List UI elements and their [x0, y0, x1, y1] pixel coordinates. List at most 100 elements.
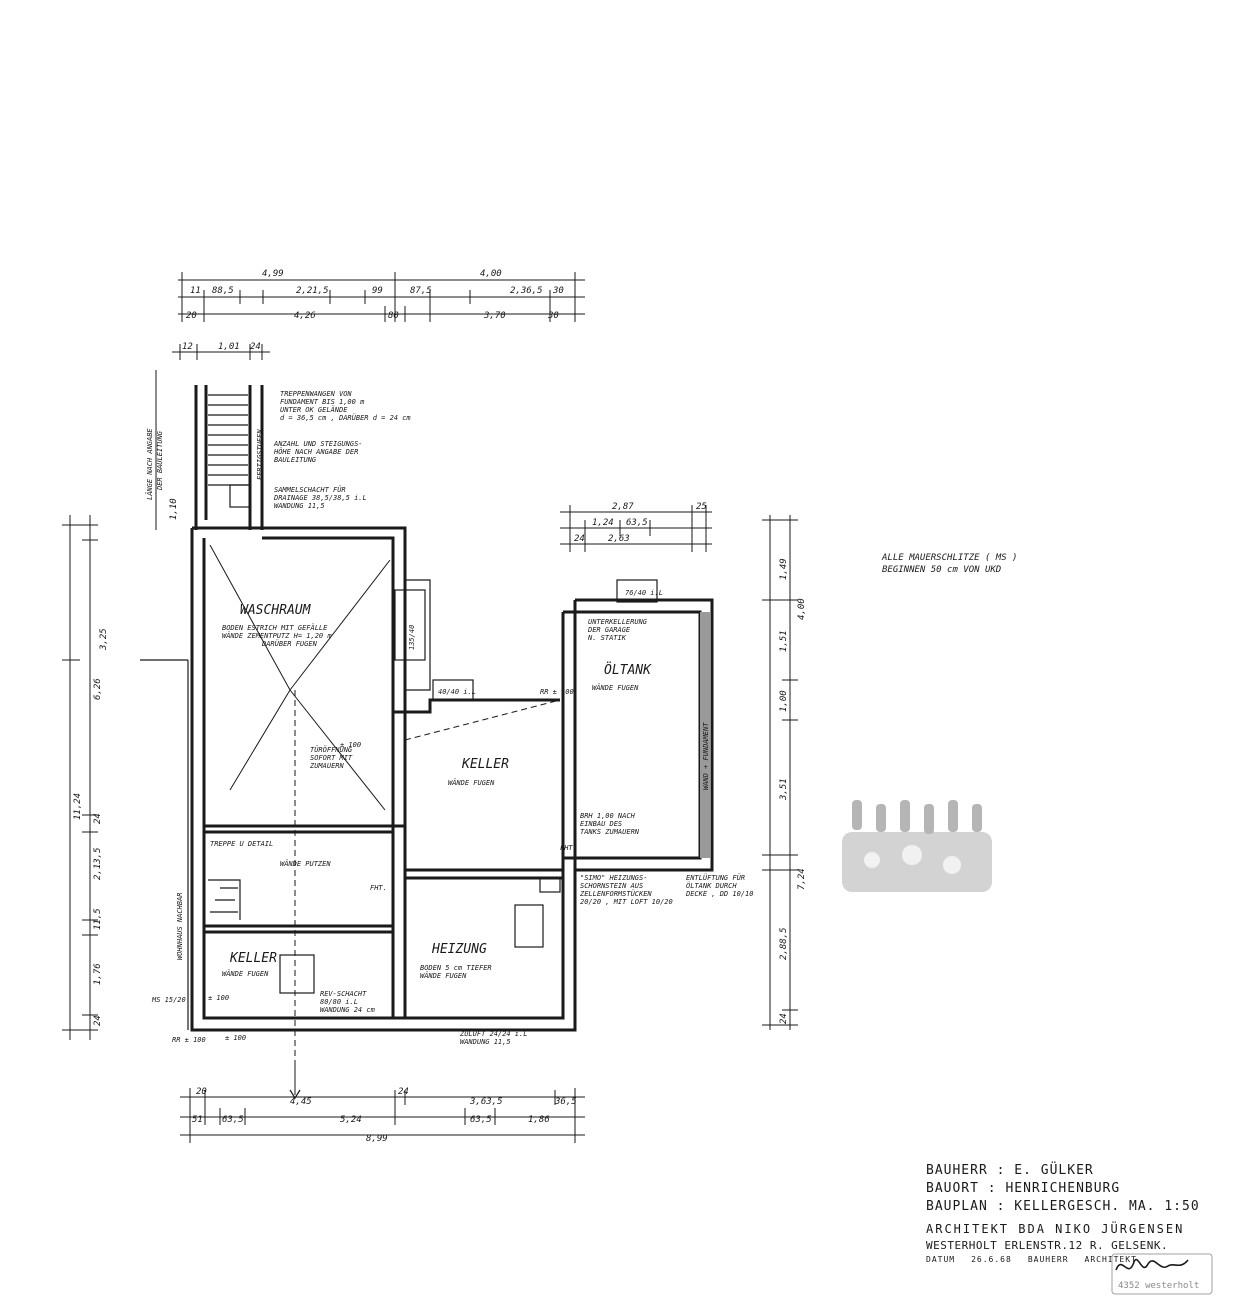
- ann-sammel-2: DRAINAGE 38,5/38,5 i.L: [273, 494, 367, 502]
- room-notes: BODEN ESTRICH MIT GEFÄLLE WÄNDE ZEMENTPU…: [210, 623, 639, 980]
- dim-rv-b: 4,00: [797, 598, 807, 620]
- note-oeltank: WÄNDE FUGEN: [592, 683, 639, 692]
- note-waschraum-2: WÄNDE ZEMENTPUTZ H= 1,20 m: [222, 631, 332, 640]
- ann-zuluft-2: WANDUNG 11,5: [460, 1038, 511, 1046]
- title-bauplan-row: BAUPLAN : KELLERGESCH. MA. 1:50: [926, 1198, 1226, 1216]
- ann-treppe-1: TREPPENWANGEN VON: [280, 390, 352, 398]
- room-keller-mid: KELLER: [461, 757, 509, 772]
- ann-schornstein-1: "SIMO" HEIZUNGS-: [580, 874, 647, 882]
- dim-bot-a: 20: [196, 1087, 207, 1097]
- ann-tankbox: 76/40 i.L: [625, 589, 663, 597]
- dim-bot-d: 3,63,5: [469, 1097, 503, 1107]
- title-datum-label: DATUM: [926, 1255, 956, 1264]
- note-waschraum-1: BODEN ESTRICH MIT GEFÄLLE: [222, 623, 328, 632]
- room-waschraum: WASCHRAUM: [240, 603, 312, 618]
- dim-rv-a: 1,49: [779, 558, 789, 580]
- stair-dimension: 1,01 24 12 1,10: [155, 342, 270, 530]
- ann-schornstein-3: ZELLENFORMSTÜCKEN: [579, 889, 652, 898]
- title-datum-value: 26.6.68: [971, 1255, 1012, 1264]
- ann-stufen-1: ANZAHL UND STEIGUNGS-: [273, 440, 363, 448]
- ann-wohnhaus: WOHNHAUS NACHBAR: [176, 893, 184, 960]
- note-heizung-2: WÄNDE FUGEN: [420, 971, 467, 980]
- dim-rv-f: 7,24: [797, 868, 807, 890]
- ann-fht2: FHT.: [560, 844, 577, 852]
- ann-stufen-3: BAULEITUNG: [274, 456, 317, 464]
- ann-rev-3: WANDUNG 24 cm: [320, 1006, 376, 1014]
- dim-top-c: 11: [190, 286, 201, 296]
- title-bauherr-row: BAUHERR : E. GÜLKER: [926, 1162, 1226, 1180]
- stamp-text: 4352 westerholt: [1118, 1281, 1199, 1291]
- dim-left-h: 24: [93, 1015, 103, 1026]
- ann-box-wasch: 135/40: [408, 625, 416, 650]
- dim-stair-len: 1,10: [169, 498, 179, 520]
- note-mauerschlitze-1: ALLE MAUERSCHLITZE ( MS ): [881, 553, 1017, 563]
- title-architekt: ARCHITEKT BDA NIKO JÜRGENSEN: [926, 1222, 1185, 1236]
- title-bauplan-label: BAUPLAN :: [926, 1199, 1006, 1214]
- title-bauherr-sig: BAUHERR: [1027, 1255, 1069, 1264]
- title-bauort-label: BAUORT :: [926, 1181, 997, 1196]
- ann-unterkellerung-1: UNTERKELLERUNG: [588, 618, 648, 626]
- stair-treads: [208, 394, 251, 508]
- dim-top-j: 20: [186, 311, 197, 321]
- dim-left-c: 11,24: [73, 793, 83, 820]
- note-keller-low: WÄNDE FUGEN: [222, 969, 269, 978]
- room-oeltank: ÖLTANK: [604, 661, 652, 678]
- dim-left-d: 24: [93, 813, 103, 824]
- dim-rv-d: 1,00: [779, 690, 789, 712]
- dim-top-l: 80: [388, 311, 399, 321]
- ann-unterkellerung-3: N. STATIK: [587, 634, 627, 642]
- ann-fundament: WAND + FUNDAMENT: [702, 722, 710, 790]
- title-adresse: WESTERHOLT ERLENSTR.12 R. GELSENK.: [926, 1239, 1169, 1252]
- room-heizung: HEIZUNG: [431, 942, 487, 957]
- dim-rt-d: 63,5: [626, 518, 648, 528]
- ann-rr-bot: RR ± 100: [172, 1036, 206, 1044]
- title-bauherr-value: E. GÜLKER: [1014, 1163, 1094, 1178]
- ann-tuer-3: ZUMAUERN: [309, 762, 345, 770]
- dim-left-a: 3,25: [99, 628, 109, 651]
- dim-rv-h: 24: [779, 1013, 789, 1024]
- room-labels: WASCHRAUM KELLER ÖLTANK HEIZUNG KELLER: [229, 603, 652, 966]
- dim-bot-b: 4,45: [290, 1097, 312, 1107]
- dim-bot-f: 51: [192, 1115, 203, 1125]
- dim-left-g: 1,76: [93, 963, 103, 985]
- ann-fertig: FERTIGSTUFEN: [256, 429, 264, 480]
- dim-bot-c: 24: [398, 1087, 409, 1097]
- dim-top-d: 88,5: [212, 286, 234, 296]
- ann-entlueftung-3: DECKE , DD 10/10: [685, 890, 753, 898]
- ann-entlueftung-1: ENTLÜFTUNG FÜR: [686, 873, 745, 882]
- oeltank-wall-hatch: [700, 612, 710, 858]
- ann-zuluft-1: ZULUFT 24/24 i.L: [459, 1030, 527, 1038]
- dim-top-a: 4,99: [262, 269, 284, 279]
- dim-rv-e: 3,51: [779, 778, 789, 801]
- ann-laenge-1: LÄNGE NACH ANGABE: [145, 428, 154, 500]
- note-waschraum-3: DARÜBER FUGEN: [261, 639, 318, 648]
- ann-treppe-4: d = 36,5 cm , DARÜBER d = 24 cm: [280, 413, 411, 422]
- title-bauort-row: BAUORT : HENRICHENBURG: [926, 1180, 1226, 1198]
- ann-elev2: ± 100: [208, 994, 229, 1002]
- dim-top-k: 4,26: [294, 311, 316, 321]
- title-bauort-value: HENRICHENBURG: [1005, 1181, 1121, 1196]
- dim-top-g: 87,5: [410, 286, 432, 296]
- ann-laenge-2: DER BAULEITUNG: [156, 430, 164, 491]
- note-treppe-1: TREPPE U DETAIL: [210, 840, 273, 848]
- dim-top-b: 4,00: [480, 269, 502, 279]
- ann-tuer-2: SOFORT MIT: [310, 754, 353, 762]
- ann-schornstein-2: SCHORNSTEIN AUS: [580, 882, 643, 890]
- title-bauherr-label: BAUHERR :: [926, 1163, 1006, 1178]
- dim-top-n: 30: [547, 311, 559, 321]
- top-dimension-chains: 4,99 4,00 11 88,5 2,21,5 99 87,5 2,36,5 …: [178, 269, 585, 322]
- dim-rt-b: 25: [696, 502, 707, 512]
- dim-left-f: 11,5: [93, 908, 103, 930]
- ann-box-mid: 40/40 i.L: [438, 688, 476, 696]
- ann-sammel-1: SAMMELSCHACHT FÜR: [274, 485, 346, 494]
- dim-rt-a: 2,87: [612, 502, 634, 512]
- slope-lines: [209, 544, 561, 1100]
- ann-stufen-2: HÖHE NACH ANGABE DER: [273, 447, 358, 456]
- annotations: TREPPENWANGEN VON FUNDAMENT BIS 1,00 m U…: [145, 390, 753, 1046]
- left-dimension-chains: 3,25 6,26 11,24 24 2,13,5 11,5 1,76 24: [62, 515, 109, 1040]
- ann-unterkellerung-2: DER GARAGE: [587, 626, 631, 634]
- dim-rt-f: 24: [574, 534, 585, 544]
- ann-rev-1: REV-SCHACHT: [320, 990, 367, 998]
